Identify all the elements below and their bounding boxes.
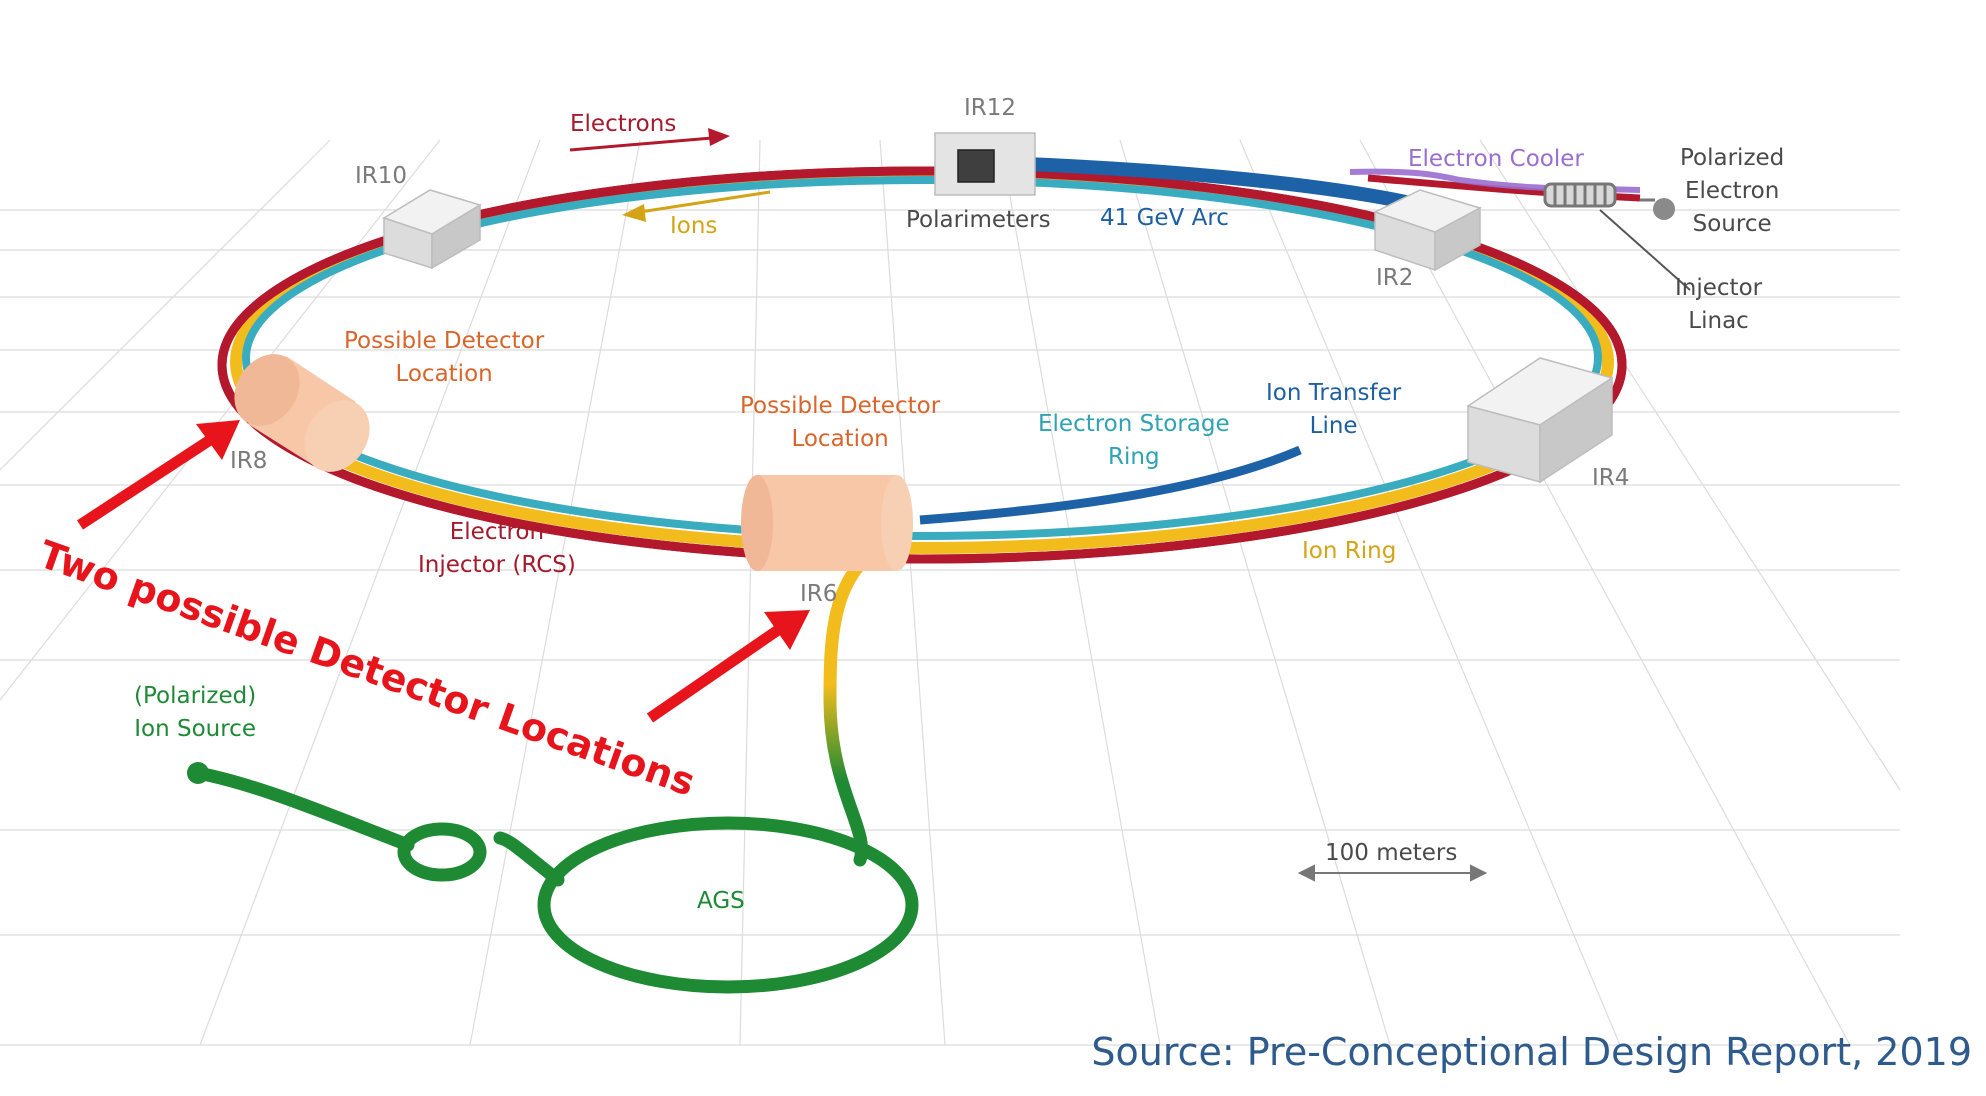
ir12-label: IR12 <box>964 95 1017 121</box>
ir10-label: IR10 <box>355 163 408 189</box>
ir6-label: IR6 <box>800 581 838 607</box>
electron-storage-ring-label: Electron Storage Ring <box>1038 411 1230 470</box>
electron-source-sphere <box>1653 198 1675 220</box>
ion-source-label: (Polarized) Ion Source <box>134 683 257 742</box>
ion-direction-arrow <box>622 190 771 222</box>
ions-label: Ions <box>670 213 718 239</box>
scale-bar <box>1297 864 1488 882</box>
polarized-electron-source-label: Polarized Electron Source <box>1680 145 1785 237</box>
source-credit: Source: Pre-Conceptional Design Report, … <box>1091 1030 1972 1074</box>
interaction-regions <box>382 132 1614 484</box>
ags-label: AGS <box>697 888 745 914</box>
detector-location-left-label: Possible Detector Location <box>344 328 545 387</box>
electron-cooler-label: Electron Cooler <box>1408 146 1584 172</box>
ir2-box <box>1373 189 1482 272</box>
ags-ring <box>191 533 919 994</box>
injector-linac-icon <box>1543 182 1617 208</box>
ir4-box <box>1466 357 1614 484</box>
injector-linac-label: Injector Linac <box>1675 275 1763 334</box>
detector-location-center-label: Possible Detector Location <box>740 393 941 452</box>
ion-source-marker <box>187 762 209 784</box>
callout-arrow-right <box>646 610 810 723</box>
electrons-label: Electrons <box>570 111 677 137</box>
ir2-label: IR2 <box>1376 265 1414 291</box>
polarimeters-label: Polarimeters <box>906 207 1051 233</box>
ir4-label: IR4 <box>1592 465 1630 491</box>
scale-label: 100 meters <box>1325 840 1458 866</box>
ir12-box <box>934 132 1036 196</box>
detector-left <box>234 354 370 472</box>
electron-injector-label: Electron Injector (RCS) <box>418 519 576 578</box>
ion-transfer-line-label: Ion Transfer Line <box>1266 380 1402 439</box>
collider-rings <box>217 156 1627 564</box>
storage-ring <box>242 176 1602 540</box>
electron-source-line <box>1349 168 1691 291</box>
ion-ring-label: Ion Ring <box>1302 538 1397 564</box>
callout-arrow-left <box>76 420 240 530</box>
detector-center <box>741 475 913 571</box>
electron-direction-arrow <box>569 128 730 152</box>
ir10-box <box>382 189 482 270</box>
floor-grid <box>0 139 1901 1046</box>
arc-label: 41 GeV Arc <box>1100 205 1229 231</box>
ir8-label: IR8 <box>230 448 268 474</box>
